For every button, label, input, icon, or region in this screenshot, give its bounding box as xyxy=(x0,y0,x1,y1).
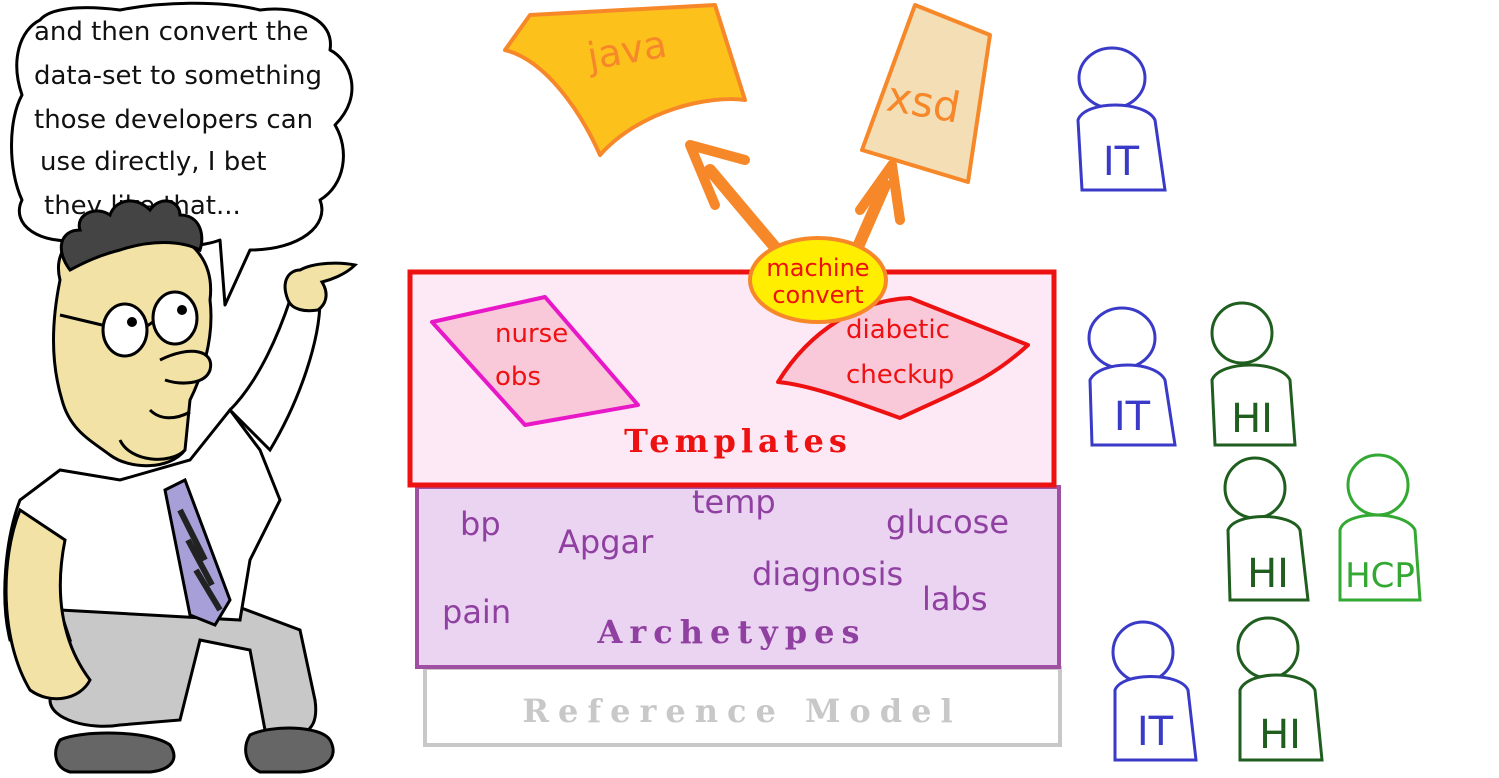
person-label: HI xyxy=(1247,551,1289,597)
person-label: HCP xyxy=(1345,556,1415,596)
archetype-word: diagnosis xyxy=(752,555,903,593)
person-label: IT xyxy=(1137,709,1174,755)
template-nurse-obs: nurse obs xyxy=(430,295,640,427)
presenter-cartoon xyxy=(3,199,359,774)
template-label: diabetic xyxy=(846,315,950,345)
bubble-line: and then convert the xyxy=(34,17,308,47)
archetype-word: temp xyxy=(692,483,776,521)
xsd-document: xsd xyxy=(860,3,992,184)
archetype-word: labs xyxy=(922,580,987,618)
template-label: checkup xyxy=(846,360,954,390)
archetypes-title: Archetypes xyxy=(597,613,867,651)
person-label: HI xyxy=(1231,396,1273,442)
template-label: obs xyxy=(495,362,541,392)
person-figure: IT xyxy=(1076,46,1167,192)
archetype-word: pain xyxy=(442,593,511,631)
bubble-line: data-set to something xyxy=(34,61,322,91)
machine-convert-node: machine convert xyxy=(748,236,888,324)
archetype-word: Apgar xyxy=(558,523,654,561)
templates-layer: nurse obs diabetic checkup Templates xyxy=(407,269,1057,488)
template-diabetic-checkup: diabetic checkup xyxy=(776,296,1030,420)
reference-model-title: Reference Model xyxy=(522,692,961,730)
person-figure: IT xyxy=(1111,620,1198,762)
person-figure: HI xyxy=(1236,616,1324,762)
person-label: IT xyxy=(1103,139,1140,185)
person-figure: HI xyxy=(1210,301,1297,447)
converter-line: machine xyxy=(766,254,869,282)
archetypes-layer: bp Apgar temp glucose diagnosis pain lab… xyxy=(415,483,1061,669)
converter-line: convert xyxy=(772,281,863,309)
person-label: HI xyxy=(1259,712,1301,758)
person-label: IT xyxy=(1114,394,1151,440)
reference-model-layer: Reference Model xyxy=(423,666,1062,747)
person-figure: IT xyxy=(1087,306,1177,447)
stakeholders: IT IT HI HI HCP IT xyxy=(1076,46,1422,762)
archetype-word: bp xyxy=(460,505,501,543)
java-document: java xyxy=(503,3,747,157)
person-figure: HCP xyxy=(1338,453,1422,602)
archetype-word: glucose xyxy=(886,503,1009,541)
template-label: nurse xyxy=(495,319,568,349)
person-figure: HI xyxy=(1223,456,1310,602)
bubble-line: those developers can xyxy=(34,105,313,135)
bubble-line: use directly, I bet xyxy=(40,147,266,177)
templates-title: Templates xyxy=(624,422,852,460)
